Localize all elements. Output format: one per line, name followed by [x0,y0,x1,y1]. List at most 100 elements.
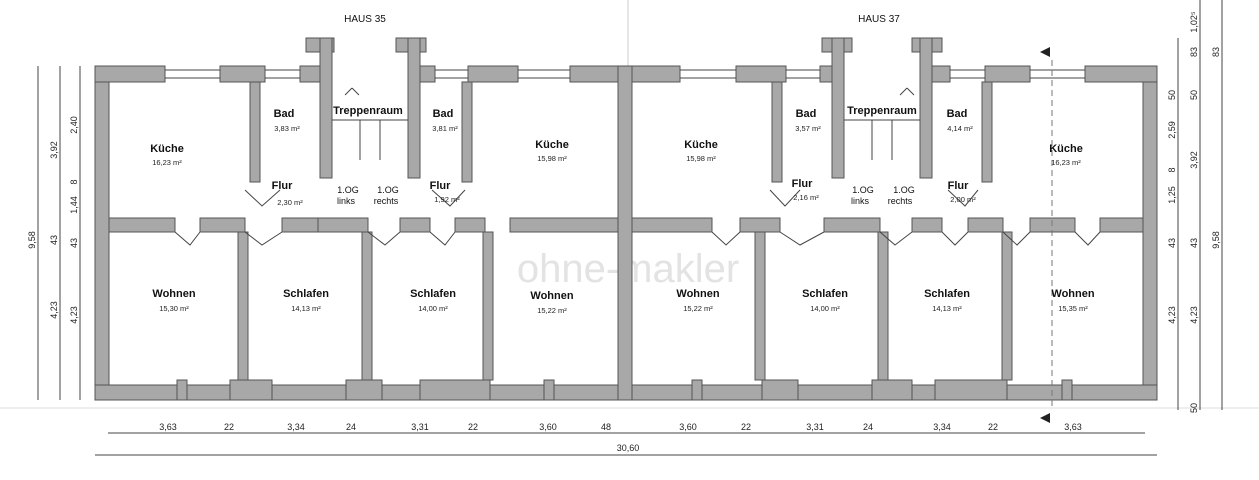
svg-text:rechts: rechts [888,196,913,206]
svg-text:Bad: Bad [433,108,454,120]
svg-text:15,35 m²: 15,35 m² [1058,304,1088,313]
svg-text:9,58: 9,58 [27,231,37,249]
svg-text:43: 43 [69,238,79,248]
svg-text:50: 50 [1167,90,1177,100]
svg-text:1,25: 1,25 [1167,186,1177,204]
svg-text:1.OG: 1.OG [337,185,359,195]
room-bad-2: Bad 3,81 m² [432,108,458,133]
svg-text:3,34: 3,34 [933,422,951,432]
stair-labels: 1.OG links 1.OG rechts 1.OG links 1.OG r… [337,185,915,206]
room-schlafen-2: Schlafen 14,00 m² [410,288,456,313]
svg-text:3,92: 3,92 [1189,151,1199,169]
svg-text:links: links [337,196,356,206]
svg-text:4,14 m²: 4,14 m² [947,124,973,133]
svg-text:50: 50 [1189,90,1199,100]
svg-text:14,13 m²: 14,13 m² [932,304,962,313]
svg-text:22: 22 [468,422,478,432]
svg-text:rechts: rechts [374,196,399,206]
svg-text:4,23: 4,23 [49,301,59,319]
svg-text:1,92 m²: 1,92 m² [434,195,460,204]
svg-text:3,60: 3,60 [679,422,697,432]
svg-text:2,59: 2,59 [1167,121,1177,139]
svg-text:2,00 m²: 2,00 m² [950,195,976,204]
total-width: 30,60 [617,443,640,453]
svg-text:3,81 m²: 3,81 m² [432,124,458,133]
svg-text:14,00 m²: 14,00 m² [418,304,448,313]
svg-text:24: 24 [863,422,873,432]
svg-text:83: 83 [1211,47,1221,57]
dimension-chain-bottom: 3,63 22 3,34 24 3,31 22 3,60 48 3,60 22 … [95,422,1157,456]
svg-text:24: 24 [346,422,356,432]
svg-text:Flur: Flur [948,180,969,192]
svg-text:22: 22 [741,422,751,432]
svg-text:22: 22 [224,422,234,432]
svg-text:Treppenraum: Treppenraum [847,105,917,117]
svg-text:43: 43 [1167,238,1177,248]
room-flur-1: Flur 2,30 m² [272,180,304,207]
svg-text:14,13 m²: 14,13 m² [291,304,321,313]
svg-text:3,57 m²: 3,57 m² [795,124,821,133]
room-flur-2: Flur 1,92 m² [430,180,461,204]
room-treppenraum-2: Treppenraum [847,105,917,117]
room-kueche-2: Küche 15,98 m² [535,139,569,163]
svg-text:2,40: 2,40 [69,116,79,134]
svg-text:43: 43 [1189,238,1199,248]
house-label-left: HAUS 35 [344,14,386,25]
svg-text:3,63: 3,63 [1064,422,1082,432]
house-label-right: HAUS 37 [858,14,900,25]
svg-text:Bad: Bad [274,108,295,120]
svg-text:1.OG: 1.OG [893,185,915,195]
svg-text:15,98 m²: 15,98 m² [537,154,567,163]
svg-text:14,00 m²: 14,00 m² [810,304,840,313]
svg-text:48: 48 [601,422,611,432]
svg-text:Küche: Küche [150,143,184,155]
svg-text:Küche: Küche [1049,143,1083,155]
svg-text:4,23: 4,23 [1189,306,1199,324]
svg-text:15,22 m²: 15,22 m² [537,306,567,315]
svg-text:Küche: Küche [535,139,569,151]
svg-text:Flur: Flur [792,178,813,190]
svg-text:8: 8 [69,179,79,184]
svg-text:1,02⁵: 1,02⁵ [1189,11,1199,33]
svg-text:1.OG: 1.OG [377,185,399,195]
svg-text:Treppenraum: Treppenraum [333,105,403,117]
outer-walls [94,37,1158,401]
svg-text:links: links [851,196,870,206]
svg-text:43: 43 [49,235,59,245]
svg-text:Flur: Flur [272,180,293,192]
svg-text:50: 50 [1189,403,1199,413]
svg-text:15,22 m²: 15,22 m² [683,304,713,313]
svg-text:Wohnen: Wohnen [152,288,195,300]
svg-text:1.OG: 1.OG [852,185,874,195]
svg-text:Flur: Flur [430,180,451,192]
svg-text:3,83 m²: 3,83 m² [274,124,300,133]
svg-text:Schlafen: Schlafen [410,288,456,300]
svg-text:3,31: 3,31 [411,422,429,432]
svg-text:4,23: 4,23 [69,306,79,324]
svg-text:3,60: 3,60 [539,422,557,432]
svg-text:22: 22 [988,422,998,432]
svg-text:Küche: Küche [684,139,718,151]
dimension-chain-left: 9,58 3,92 43 4,23 2,40 8 1,44 43 4,23 [27,66,81,400]
svg-text:1,44: 1,44 [69,196,79,214]
svg-text:3,34: 3,34 [287,422,305,432]
svg-text:4,23: 4,23 [1167,306,1177,324]
svg-text:3,31: 3,31 [806,422,824,432]
svg-text:2,30 m²: 2,30 m² [277,198,303,207]
svg-text:9,58: 9,58 [1211,231,1221,249]
room-treppenraum-1: Treppenraum [333,105,403,117]
svg-text:83: 83 [1189,47,1199,57]
